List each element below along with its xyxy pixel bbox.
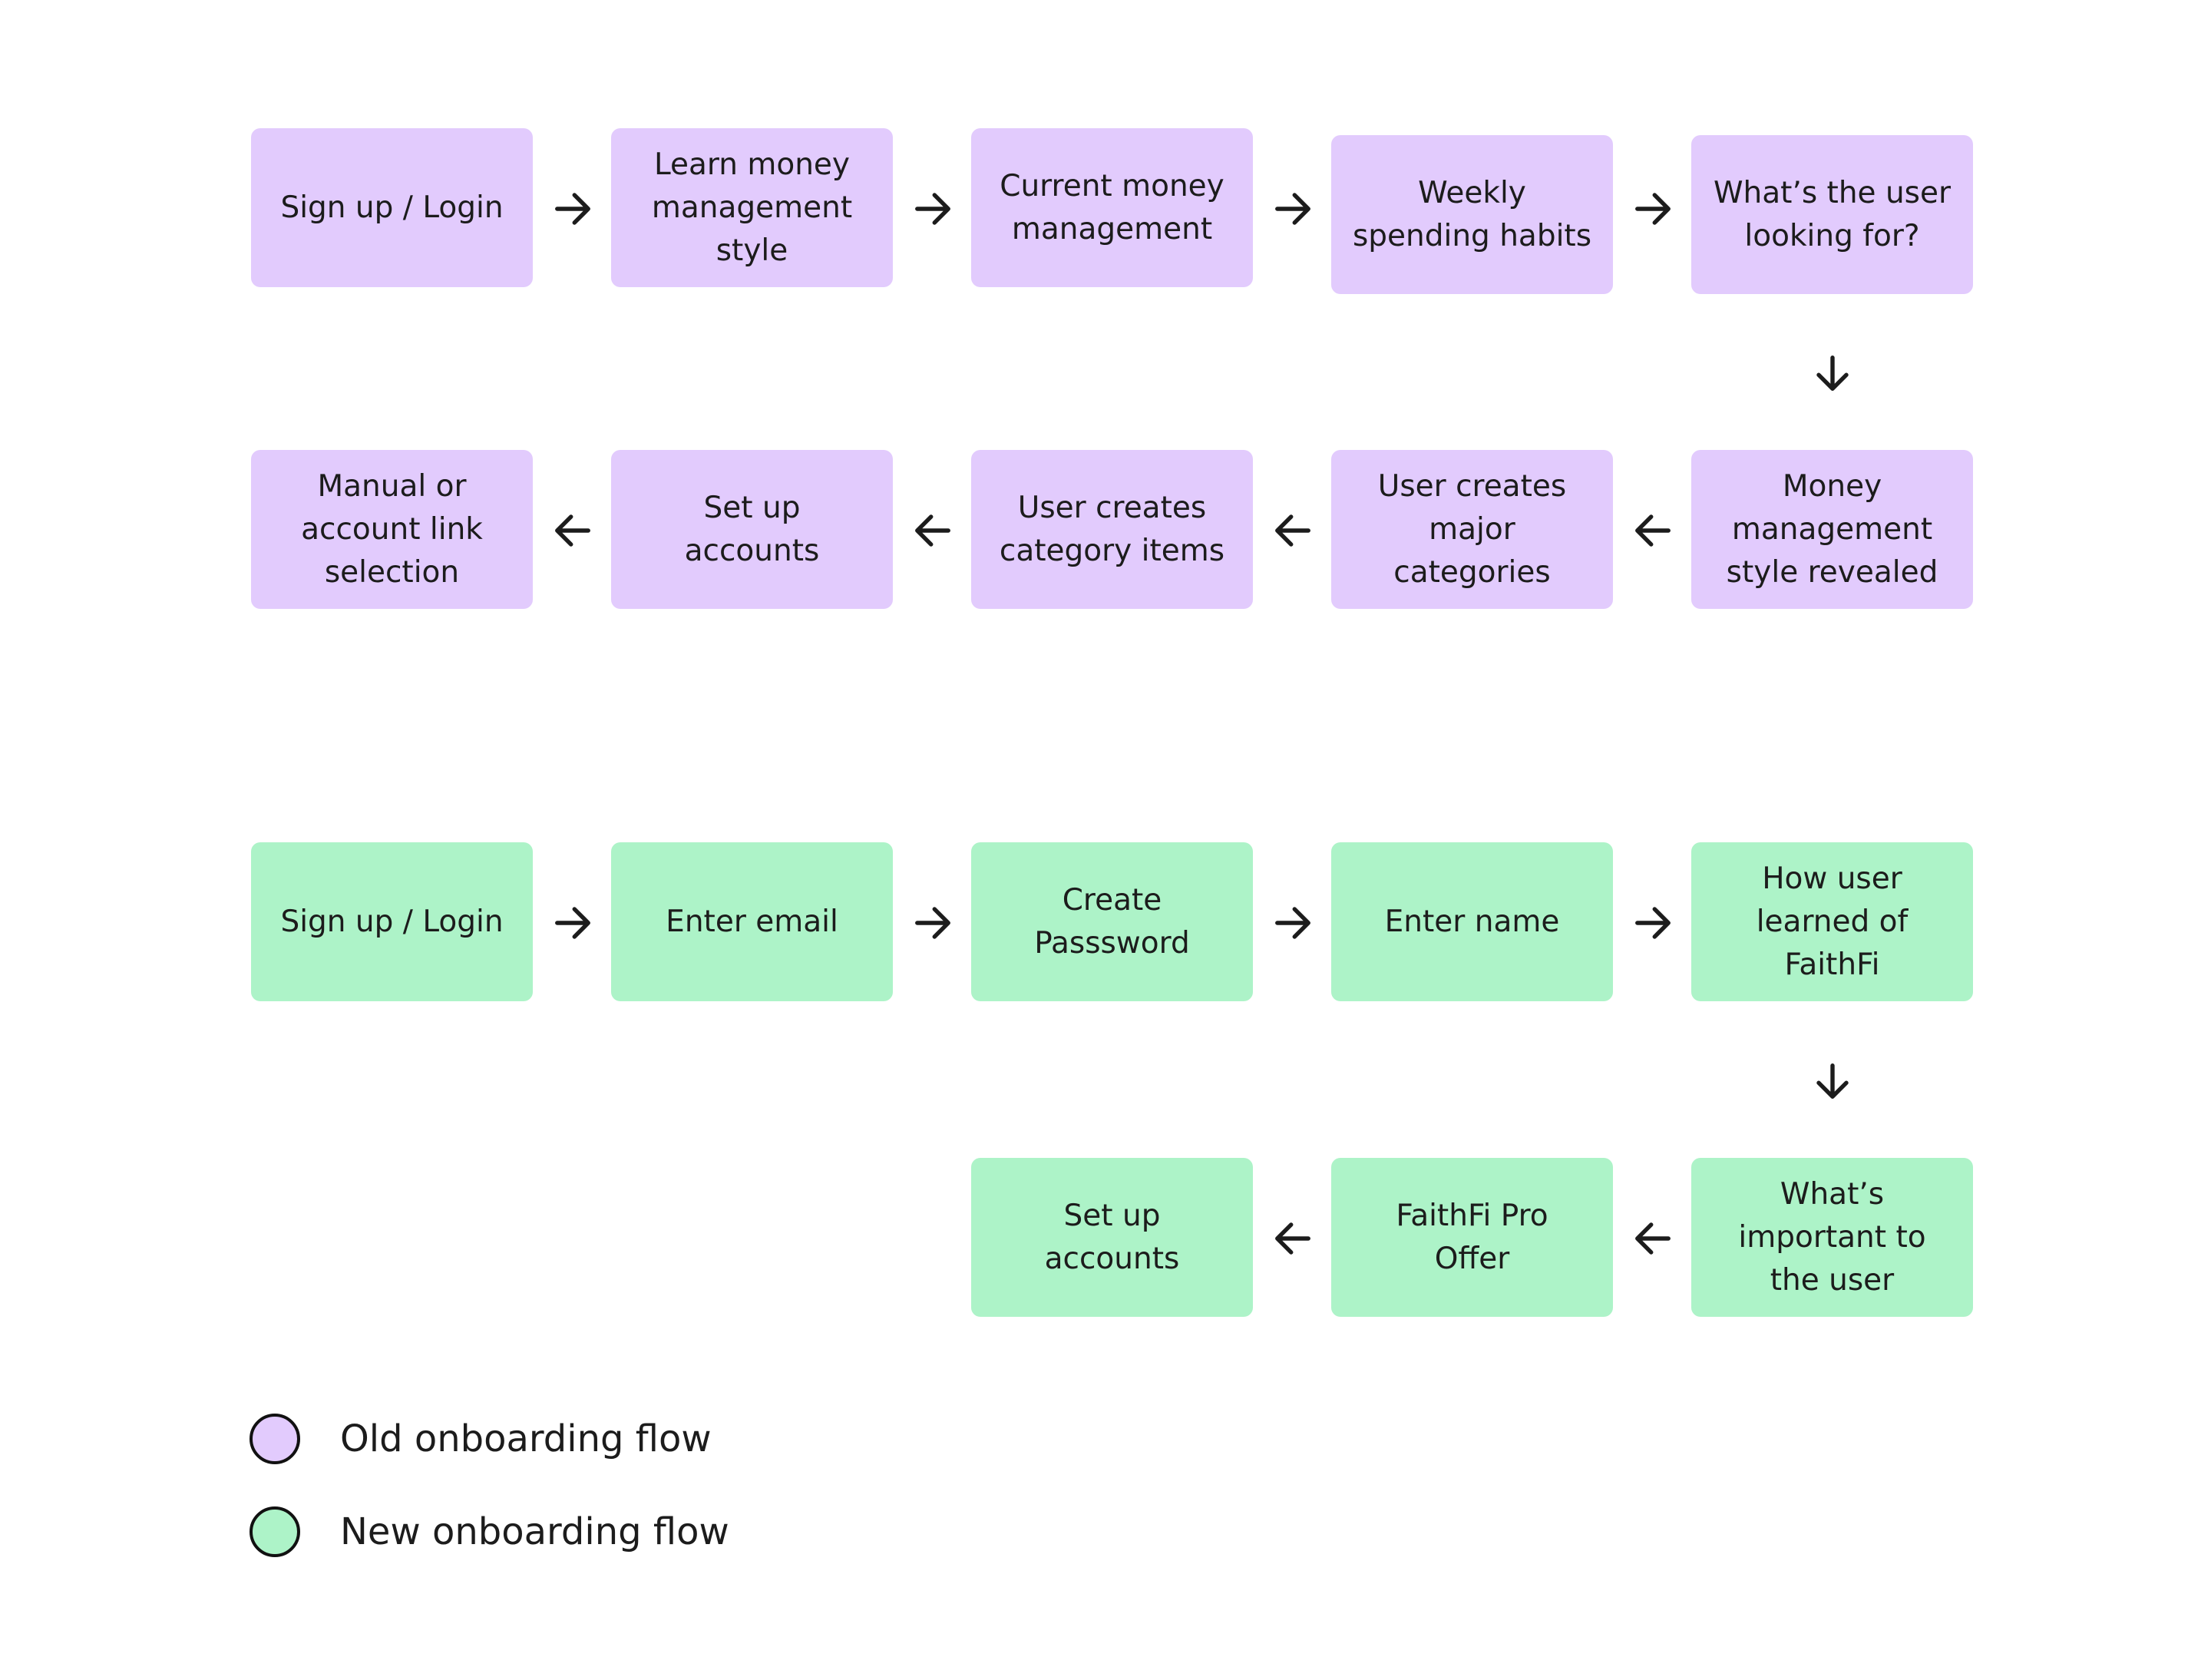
- legend-label-old: Old onboarding flow: [340, 1417, 712, 1460]
- old-step-link-selection: Manual or account link selection: [251, 450, 533, 609]
- arrow-right-icon: [1632, 188, 1674, 230]
- arrow-left-icon: [1272, 510, 1314, 551]
- arrow-right-icon: [912, 902, 953, 944]
- new-step-important-to-user: What’s important to the user: [1691, 1158, 1973, 1317]
- new-step-create-password: Create Passsword: [971, 842, 1253, 1001]
- new-step-sign-up-login: Sign up / Login: [251, 842, 533, 1001]
- arrow-right-icon: [552, 902, 593, 944]
- old-step-weekly-spending: Weekly spending habits: [1331, 135, 1613, 294]
- arrow-down-icon: [1812, 1060, 1853, 1102]
- arrow-left-icon: [912, 510, 953, 551]
- new-step-enter-name: Enter name: [1331, 842, 1613, 1001]
- arrow-right-icon: [552, 188, 593, 230]
- legend-swatch-old: [250, 1414, 300, 1464]
- old-step-user-looking-for: What’s the user looking for?: [1691, 135, 1973, 294]
- old-step-style-revealed: Money management style revealed: [1691, 450, 1973, 609]
- arrow-right-icon: [912, 188, 953, 230]
- arrow-left-icon: [1272, 1218, 1314, 1259]
- arrow-right-icon: [1632, 902, 1674, 944]
- old-step-major-categories: User creates major categories: [1331, 450, 1613, 609]
- old-step-set-up-accounts: Set up accounts: [611, 450, 893, 609]
- new-step-set-up-accounts: Set up accounts: [971, 1158, 1253, 1317]
- old-step-current-management: Current money management: [971, 128, 1253, 287]
- arrow-left-icon: [552, 510, 593, 551]
- old-step-category-items: User creates category items: [971, 450, 1253, 609]
- legend-swatch-new: [250, 1506, 300, 1557]
- arrow-left-icon: [1632, 510, 1674, 551]
- arrow-right-icon: [1272, 902, 1314, 944]
- legend-item-old: Old onboarding flow: [250, 1414, 712, 1464]
- legend-item-new: New onboarding flow: [250, 1506, 729, 1557]
- arrow-down-icon: [1812, 352, 1853, 394]
- old-step-learn-style: Learn money management style: [611, 128, 893, 287]
- arrow-left-icon: [1632, 1218, 1674, 1259]
- legend-label-new: New onboarding flow: [340, 1510, 729, 1553]
- new-step-how-learned: How user learned of FaithFi: [1691, 842, 1973, 1001]
- new-step-enter-email: Enter email: [611, 842, 893, 1001]
- new-step-pro-offer: FaithFi Pro Offer: [1331, 1158, 1613, 1317]
- arrow-right-icon: [1272, 188, 1314, 230]
- old-step-sign-up-login: Sign up / Login: [251, 128, 533, 287]
